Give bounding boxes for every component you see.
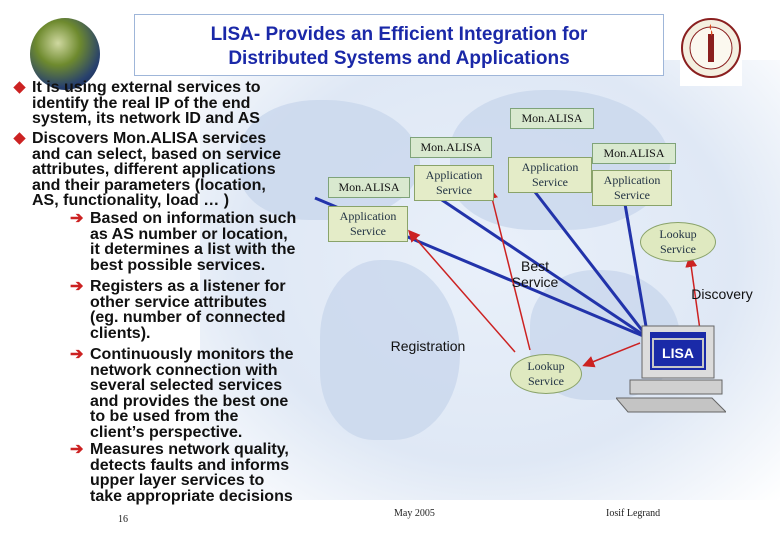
sub-bullet-item: ➔ Based on information such as AS number…: [70, 210, 330, 274]
connector-line: [623, 203, 650, 339]
page-number: 16: [118, 514, 128, 525]
workstation-icon: [616, 322, 726, 414]
service-label: Service: [532, 175, 568, 189]
slide-title: LISA- Provides an Efficient Integration …: [134, 14, 664, 76]
title-line-2: Distributed Systems and Applications: [228, 48, 570, 69]
registration-arrow: [408, 229, 516, 353]
sub-bullet-text: Based on information such as AS number o…: [90, 210, 297, 274]
service-label: Service: [350, 224, 386, 238]
monalisa-node: Mon.ALISA: [410, 137, 492, 158]
sub-bullet-item: ➔ Measures network quality, detects faul…: [70, 441, 330, 505]
monalisa-node: Mon.ALISA: [328, 177, 410, 198]
arrow-bullet-icon: ➔: [70, 441, 84, 458]
service-label: Service: [614, 188, 650, 202]
lookup-service-node: Lookup Service: [640, 222, 716, 262]
sub-bullet-text: Registers as a listener for other servic…: [90, 278, 286, 342]
land-mass: [240, 100, 420, 220]
bullet-item: It is using external services to identif…: [13, 79, 332, 127]
registration-arrow: [582, 342, 641, 368]
arrow-bullet-icon: ➔: [70, 210, 84, 227]
connector-line: [435, 194, 649, 340]
application-service-node: Application Service: [328, 206, 408, 242]
application-label: Application: [425, 168, 483, 182]
sub-bullet-text: Measures network quality, detects faults…: [90, 441, 293, 505]
registration-arrow: [486, 187, 531, 351]
service-label: Service: [660, 242, 696, 256]
discovery-label: Discovery: [691, 286, 753, 302]
bullet-text: It is using external services to identif…: [32, 79, 261, 127]
bullet-item: Discovers Mon.ALISA services and can sel…: [13, 130, 342, 209]
world-map-background: [200, 60, 780, 500]
footer-date: May 2005: [394, 508, 435, 519]
sub-bullet-text: Continuously monitors the network connec…: [90, 346, 294, 441]
monalisa-node: Mon.ALISA: [592, 143, 676, 164]
lisa-screen-label: LISA: [652, 338, 704, 368]
bullet-text: Discovers Mon.ALISA services and can sel…: [32, 130, 282, 209]
discovery-arrow: [685, 255, 701, 331]
connector-line: [533, 191, 650, 339]
application-label: Application: [339, 209, 397, 223]
lookup-label: Lookup: [527, 359, 565, 373]
monalisa-node: Mon.ALISA: [510, 108, 594, 129]
service-label: Service: [528, 374, 564, 388]
application-label: Application: [521, 160, 579, 174]
lookup-label: Lookup: [659, 227, 697, 241]
globe-logo-icon: [30, 18, 100, 90]
application-service-node: Application Service: [414, 165, 494, 201]
lookup-service-node: Lookup Service: [510, 354, 582, 394]
arrow-bullet-icon: ➔: [70, 346, 84, 363]
caltech-seal-icon: [680, 14, 742, 86]
title-line-1: LISA- Provides an Efficient Integration …: [210, 24, 588, 45]
service-label: Service: [436, 183, 472, 197]
registration-label: Registration: [390, 338, 466, 354]
footer-author: Iosif Legrand: [606, 508, 661, 519]
sub-bullet-item: ➔ Continuously monitors the network conn…: [70, 346, 330, 441]
application-service-node: Application Service: [508, 157, 592, 193]
sub-bullet-item: ➔ Registers as a listener for other serv…: [70, 278, 330, 342]
application-service-node: Application Service: [592, 170, 672, 206]
arrow-bullet-icon: ➔: [70, 278, 84, 295]
land-mass: [320, 260, 460, 440]
best-service-label: Best Service: [511, 258, 559, 290]
application-label: Application: [603, 173, 661, 187]
